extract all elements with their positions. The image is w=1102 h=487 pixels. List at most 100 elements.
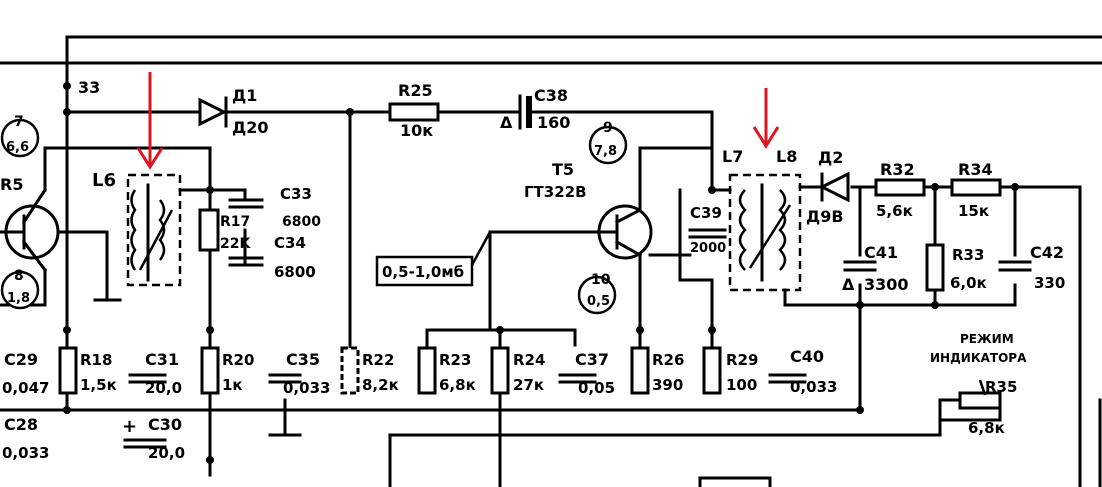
resistor-r29 — [702, 346, 722, 395]
c35-label: C35 — [286, 350, 320, 369]
c41-value: 3300 — [864, 275, 909, 294]
capacitor-c34 — [228, 256, 264, 267]
r24-label: R24 — [513, 351, 545, 369]
c40-value: 0,033 — [790, 378, 837, 396]
l7-label: L7 — [722, 147, 743, 166]
tp10-voltage: 0,5 — [587, 294, 610, 309]
resistor-r17 — [198, 208, 220, 252]
r34-label: R34 — [958, 160, 993, 179]
r17-value: 22K — [220, 236, 251, 252]
r26-label: R26 — [652, 351, 684, 369]
c33-label: C33 — [280, 185, 312, 203]
r32-value: 5,6к — [876, 202, 913, 220]
r20-value: 1к — [222, 376, 243, 394]
junction-dots — [63, 82, 1019, 464]
capacitor-c31 — [128, 373, 167, 384]
test-box-lead — [470, 231, 492, 266]
tp9-voltage: 7,8 — [594, 144, 617, 159]
d2-type: Д9В — [806, 207, 844, 226]
tp7-voltage: 6,6 — [6, 140, 29, 155]
test-box-label: 0,5-1,0мб — [382, 263, 464, 281]
r32-label: R32 — [880, 160, 915, 179]
transistor-t5 — [597, 204, 653, 260]
diode-d1 — [198, 96, 228, 128]
r29-label: R29 — [726, 351, 758, 369]
l8-label: L8 — [776, 147, 797, 166]
mode-label-2: ИНДИКАТОРА — [930, 351, 1027, 365]
r35-value: 6,8к — [968, 419, 1005, 437]
r29-value: 100 — [726, 376, 757, 394]
r22-value: 8,2к — [362, 376, 399, 394]
r18-label: R18 — [80, 351, 112, 369]
c38-mark: Δ — [500, 113, 513, 132]
t5-label: Т5 — [552, 160, 574, 179]
resistor-r18 — [58, 346, 78, 395]
r23-value: 6,8к — [439, 376, 476, 394]
c38-value: 160 — [537, 113, 570, 132]
resistor-r25 — [388, 102, 440, 122]
resistor-r32 — [874, 178, 926, 197]
r24-value: 27к — [513, 376, 544, 394]
resistor-bottom — [698, 476, 772, 487]
tp7-number: 7 — [14, 114, 24, 130]
c31-value: 20,0 — [145, 379, 182, 397]
mode-label-1: РЕЖИМ — [960, 332, 1014, 346]
c34-value: 6800 — [274, 263, 316, 281]
resistor-r26 — [630, 346, 650, 395]
resistor-r24 — [490, 346, 510, 395]
red-arrow-right — [752, 88, 780, 149]
r26-value: 390 — [652, 376, 683, 394]
c42-value: 330 — [1034, 274, 1065, 292]
labels: 33 Д1 Д20 R25 10к C38 160 Δ 7 6,6 R5 L6 … — [0, 78, 1065, 462]
capacitor-c39 — [688, 228, 727, 239]
c30-label: C30 — [148, 415, 182, 434]
c35-value: 0,033 — [283, 379, 330, 397]
r23-label: R23 — [439, 351, 471, 369]
coil-l6 — [126, 173, 182, 287]
r22-label: R22 — [362, 351, 394, 369]
test-point-7 — [0, 118, 40, 158]
c28-value: 0,033 — [2, 444, 49, 462]
capacitor-c40 — [768, 373, 807, 384]
test-point-9 — [588, 125, 628, 165]
c34-label: C34 — [274, 234, 306, 252]
c39-value: 2000 — [690, 241, 726, 256]
capacitor-c35 — [268, 373, 302, 384]
c37-label: C37 — [575, 350, 609, 369]
resistor-r33 — [925, 243, 945, 292]
transistor-left — [0, 187, 60, 273]
tp10-number: 10 — [591, 272, 611, 288]
red-arrow-left — [136, 72, 164, 170]
c30-value: 20,0 — [148, 444, 185, 462]
resistor-r23 — [417, 346, 437, 395]
c38-label: C38 — [534, 86, 568, 105]
c41-mark: Δ — [842, 275, 855, 294]
capacitor-c37 — [558, 373, 597, 384]
test-box — [375, 255, 474, 287]
r34-value: 15к — [958, 202, 989, 220]
r5-label: R5 — [0, 175, 23, 194]
coil-l7-l8 — [728, 173, 802, 292]
c37-value: 0,05 — [578, 379, 615, 397]
resistor-r20 — [200, 346, 220, 395]
c40-label: C40 — [790, 347, 824, 366]
potentiometer-r35 — [958, 379, 1002, 410]
tp9-number: 9 — [603, 120, 613, 136]
r33-label: R33 — [952, 246, 984, 264]
r35-label: R35 — [985, 378, 1017, 396]
l6-label: L6 — [92, 170, 116, 191]
c31-label: C31 — [145, 350, 179, 369]
d1-type: Д20 — [232, 118, 269, 137]
capacitor-c42 — [998, 260, 1032, 272]
c41-label: C41 — [864, 243, 898, 262]
r20-label: R20 — [222, 351, 254, 369]
r33-value: 6,0к — [950, 274, 987, 292]
r18-value: 1,5к — [80, 376, 117, 394]
diode-d2 — [818, 171, 850, 203]
resistor-r22 — [340, 346, 360, 395]
resistor-r34 — [950, 178, 1002, 197]
tp8-voltage: 1,8 — [7, 291, 30, 306]
c28-label: C28 — [4, 415, 38, 434]
capacitor-c33 — [228, 198, 264, 209]
